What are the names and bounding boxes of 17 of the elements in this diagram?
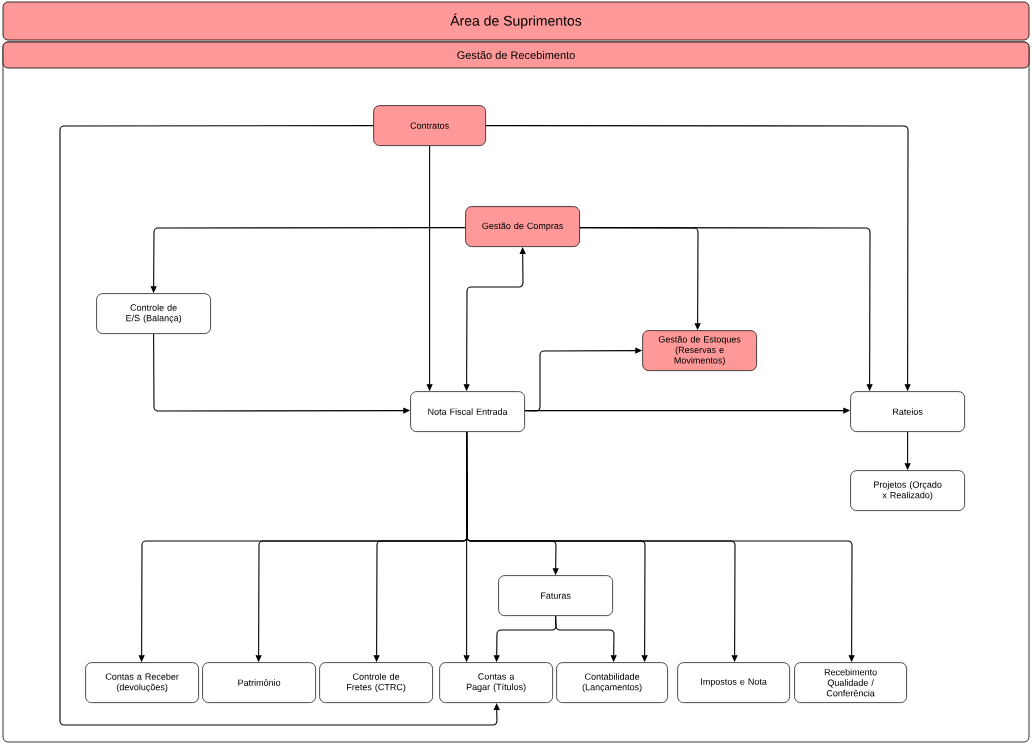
process-box: Nota Fiscal Entrada: [410, 391, 525, 432]
process-box: Patrimônio: [202, 662, 316, 703]
process-box: Impostos e Nota: [677, 662, 790, 703]
process-box: Controle de Fretes (CTRC): [319, 662, 433, 703]
process-box: Controle de E/S (Balança): [96, 293, 211, 334]
process-box: Gestão de Estoques (Reservas e Movimentos): [642, 330, 757, 371]
process-box: Rateios: [850, 391, 965, 432]
process-box: Contas a Pagar (Títulos): [439, 662, 553, 703]
header-band: Área de Suprimentos: [2, 1, 1030, 41]
process-box: Projetos (Orçado x Realizado): [850, 470, 965, 511]
process-box: Contabilidade (Lançamentos): [556, 662, 668, 703]
process-box: Recebimento Qualidade / Conferência: [794, 662, 907, 703]
arrow: [59, 125, 500, 726]
process-box: Contratos: [373, 105, 486, 146]
process-box: Contas a Receber (devoluções): [85, 662, 199, 703]
process-box: Gestão de Compras: [465, 206, 580, 247]
process-box: Faturas: [498, 575, 613, 616]
